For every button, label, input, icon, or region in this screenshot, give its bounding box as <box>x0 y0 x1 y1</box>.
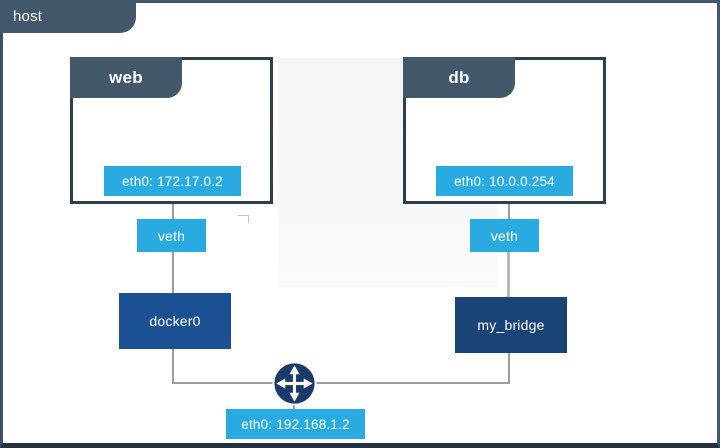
veth-right-badge: veth <box>470 219 539 252</box>
veth-left-label: veth <box>157 227 186 244</box>
host-tab: host <box>0 0 136 33</box>
host-interface-label: eth0: 192.168.1.2 <box>241 416 350 432</box>
container-db-tab: db <box>403 57 515 98</box>
veth-left-badge: veth <box>137 219 206 252</box>
container-web-label: web <box>109 67 143 87</box>
bridge-docker0: docker0 <box>119 293 231 349</box>
veth-right-label: veth <box>490 227 519 244</box>
bridge-mybridge: my_bridge <box>455 297 567 353</box>
router-icon-svg <box>272 361 317 406</box>
container-web-tab: web <box>70 57 182 98</box>
host-label: host <box>13 8 43 25</box>
host-interface-badge: eth0: 192.168.1.2 <box>226 409 365 439</box>
connector-web-to-veth <box>172 204 174 219</box>
db-interface-badge: eth0: 10.0.0.254 <box>436 166 573 196</box>
container-db-label: db <box>448 67 470 87</box>
web-interface-label: eth0: 172.17.0.2 <box>122 173 223 189</box>
connector-veth-to-docker0 <box>172 252 174 293</box>
connector-bus-horizontal <box>172 382 510 384</box>
connector-veth-to-mybridge <box>507 252 510 297</box>
connector-router-to-hostif <box>293 402 295 411</box>
stray-mark <box>238 215 249 223</box>
connector-docker0-to-bus <box>172 348 174 383</box>
db-interface-label: eth0: 10.0.0.254 <box>454 173 555 189</box>
bridge-docker0-label: docker0 <box>149 313 201 329</box>
connector-mybridge-to-bus <box>508 352 510 383</box>
bridge-mybridge-label: my_bridge <box>477 317 545 333</box>
connector-db-to-veth <box>508 204 510 219</box>
four-way-arrows-icon <box>271 360 318 407</box>
web-interface-badge: eth0: 172.17.0.2 <box>104 166 241 196</box>
